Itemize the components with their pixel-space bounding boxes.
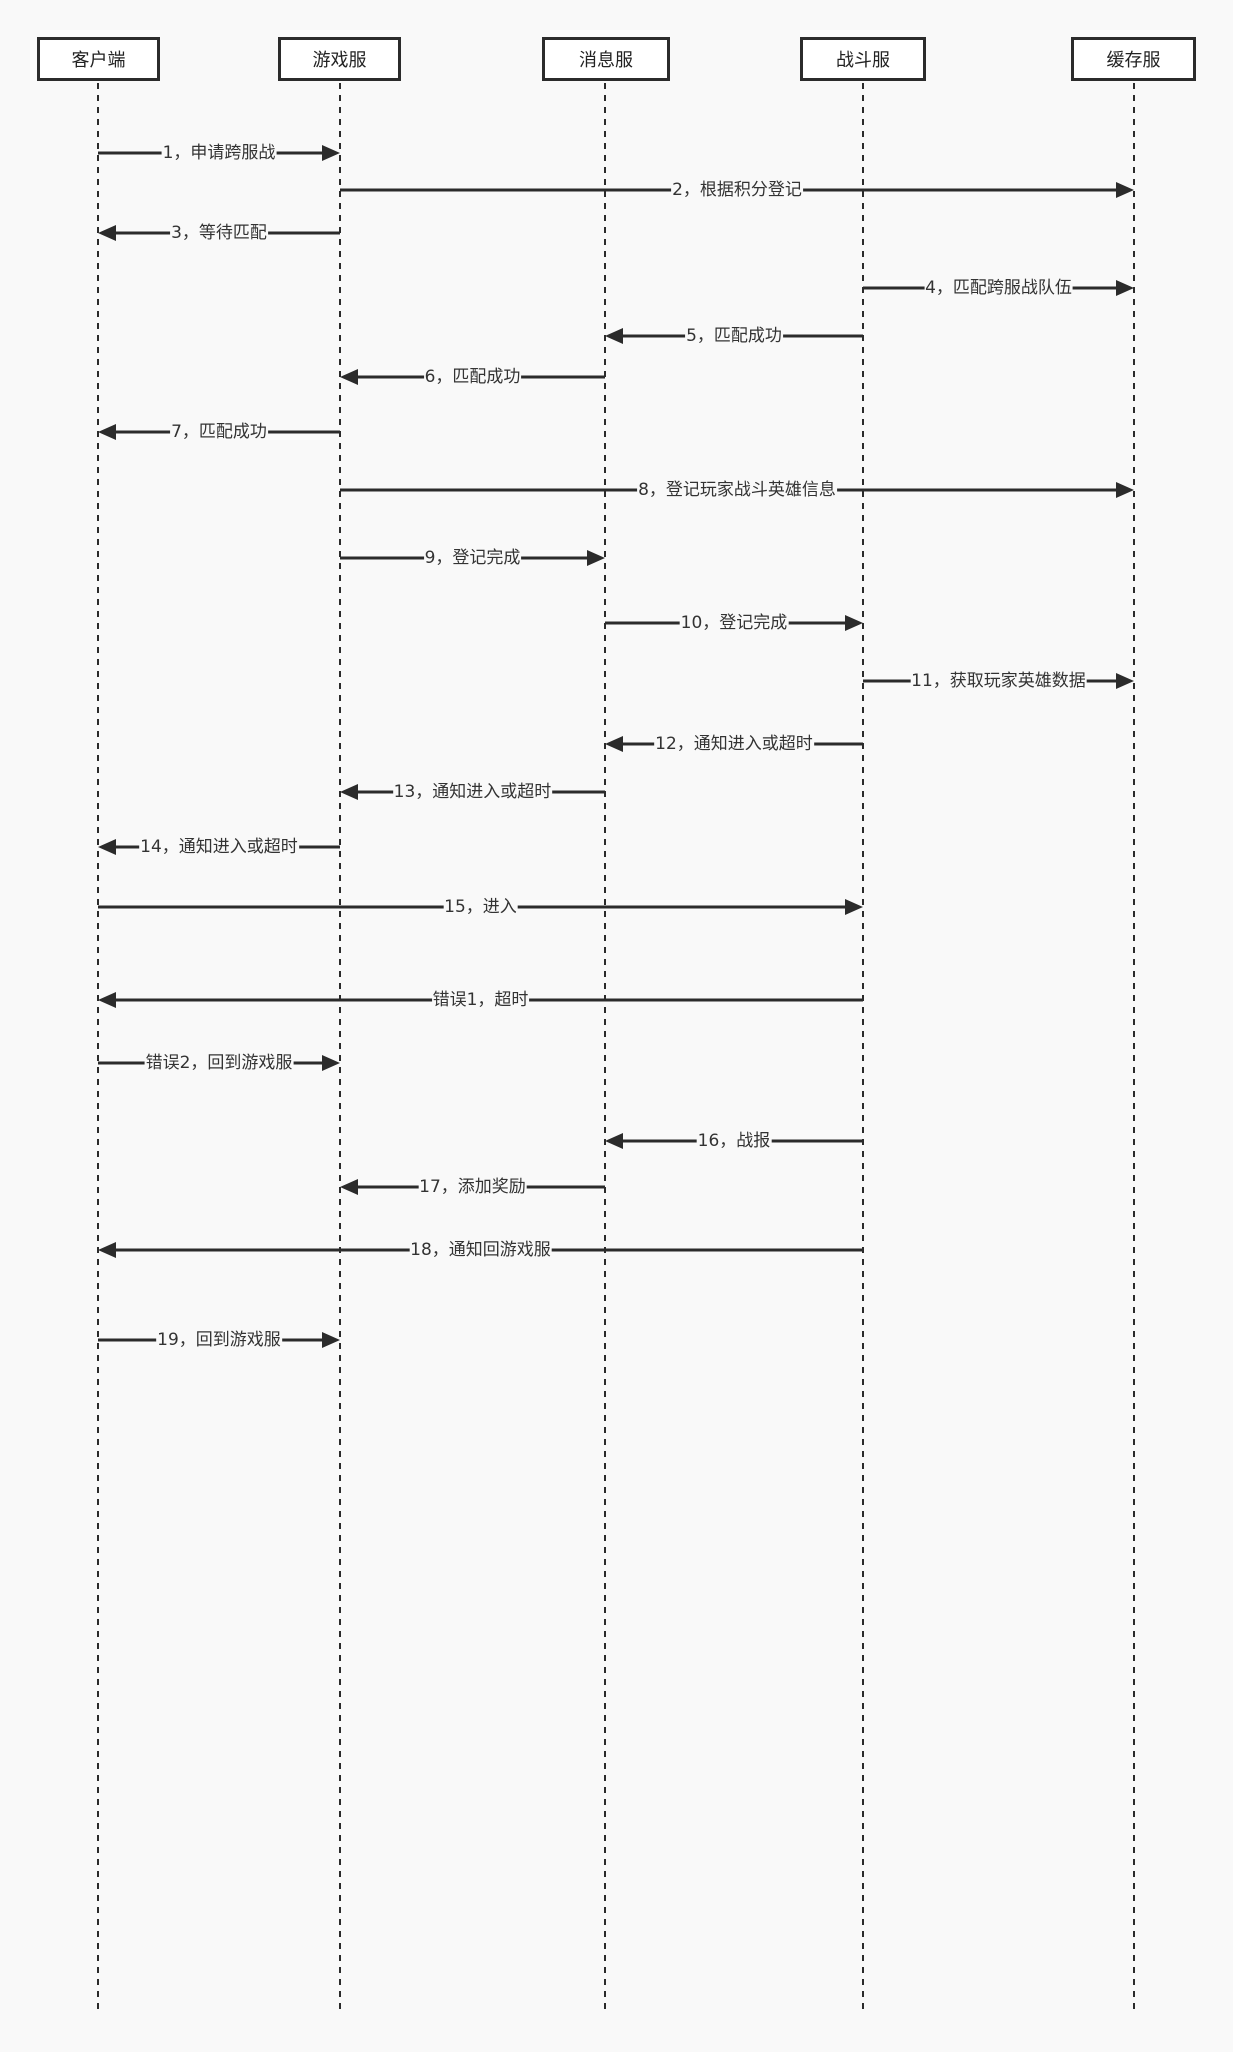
arrowhead-icon <box>322 145 340 161</box>
arrowhead-icon <box>322 1332 340 1348</box>
participant-label: 战斗服 <box>836 50 890 71</box>
arrowhead-icon <box>605 736 623 752</box>
message-label: 1，申请跨服战 <box>161 143 277 163</box>
arrowhead-icon <box>322 1055 340 1071</box>
participant-client[interactable]: 客户端 <box>37 37 160 81</box>
participant-label: 缓存服 <box>1106 50 1161 71</box>
message-label: 17，添加奖励 <box>418 1177 527 1197</box>
arrowhead-icon <box>845 899 863 915</box>
arrowhead-icon <box>98 992 116 1008</box>
arrowhead-icon <box>605 1133 623 1149</box>
participant-label: 游戏服 <box>312 50 367 71</box>
arrowhead-icon <box>605 328 623 344</box>
message-label: 16，战报 <box>696 1131 772 1151</box>
arrowhead-icon <box>98 839 116 855</box>
participant-cache-server[interactable]: 缓存服 <box>1071 37 1196 81</box>
message-label: 错误2，回到游戏服 <box>144 1053 294 1073</box>
arrowhead-icon <box>98 424 116 440</box>
participant-label: 消息服 <box>579 50 633 71</box>
arrowhead-icon <box>1116 673 1134 689</box>
participant-message-server[interactable]: 消息服 <box>542 37 670 81</box>
message-label: 18，通知回游戏服 <box>409 1240 552 1260</box>
arrowhead-icon <box>98 225 116 241</box>
arrowhead-icon <box>98 1242 116 1258</box>
message-label: 15，进入 <box>443 897 518 917</box>
message-label: 13，通知进入或超时 <box>392 782 553 802</box>
message-label: 5，匹配成功 <box>685 326 783 346</box>
message-label: 10，登记完成 <box>679 613 789 633</box>
message-label: 11，获取玩家英雄数据 <box>910 671 1087 691</box>
arrowhead-icon <box>1116 482 1134 498</box>
arrowhead-icon <box>1116 280 1134 296</box>
message-label: 4，匹配跨服战队伍 <box>924 278 1073 298</box>
message-label: 错误1，超时 <box>431 990 530 1010</box>
participant-battle-server[interactable]: 战斗服 <box>800 37 926 81</box>
arrowhead-icon <box>845 615 863 631</box>
participant-label: 客户端 <box>71 50 126 71</box>
message-label: 8，登记玩家战斗英雄信息 <box>637 480 837 500</box>
message-label: 14，通知进入或超时 <box>139 837 299 857</box>
participant-game-server[interactable]: 游戏服 <box>278 37 401 81</box>
message-label: 2，根据积分登记 <box>671 180 803 200</box>
message-label: 3，等待匹配 <box>170 223 268 243</box>
arrowhead-icon <box>1116 182 1134 198</box>
message-label: 7，匹配成功 <box>170 422 268 442</box>
arrowhead-icon <box>340 784 358 800</box>
arrowhead-icon <box>340 1179 358 1195</box>
message-label: 6，匹配成功 <box>423 367 522 387</box>
arrowhead-icon <box>587 550 605 566</box>
arrowhead-icon <box>340 369 358 385</box>
message-label: 9，登记完成 <box>423 548 522 568</box>
message-label: 12，通知进入或超时 <box>654 734 814 754</box>
message-label: 19，回到游戏服 <box>156 1330 282 1350</box>
